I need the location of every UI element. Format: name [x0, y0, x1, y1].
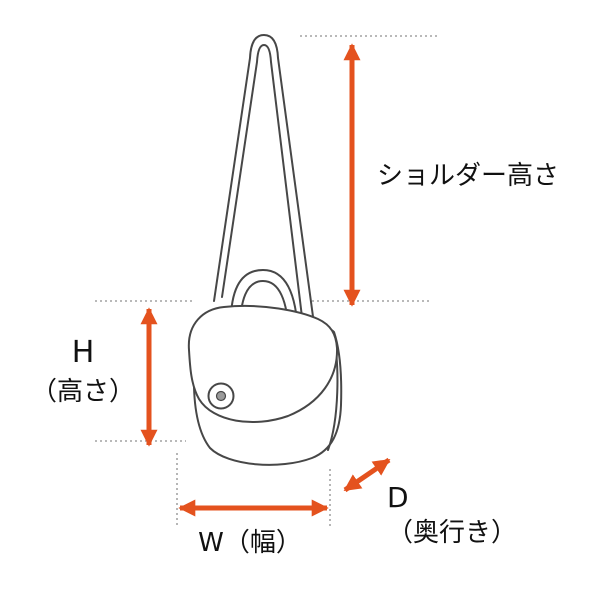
- bag-illustration: [187, 34, 343, 466]
- shoulder-strap-inner: [221, 44, 303, 318]
- dimension-labels: ショルダー高さ H （高さ） W（幅） D （奥行き）: [31, 161, 559, 558]
- width-label: W（幅）: [198, 528, 302, 558]
- depth-arrow: [343, 457, 391, 493]
- height-paren-label: （高さ）: [31, 377, 135, 407]
- bag-handle-outer: [229, 269, 299, 337]
- measurement-arrows: [140, 43, 391, 517]
- depth-abbr-label: D: [387, 481, 409, 514]
- clasp-button-dot: [215, 390, 227, 402]
- shoulder-height-label: ショルダー高さ: [377, 161, 559, 191]
- shoulder-strap-outer: [213, 34, 315, 325]
- depth-paren-label: （奥行き）: [387, 518, 517, 548]
- height-abbr-label: H: [72, 335, 95, 370]
